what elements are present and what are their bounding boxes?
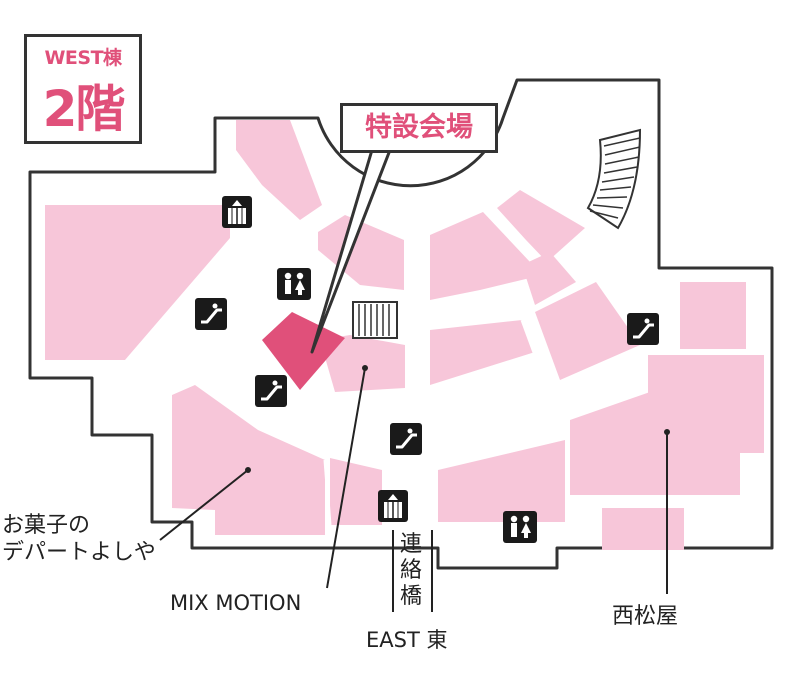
shop-mix-motion[interactable]	[330, 458, 382, 525]
restroom-icon[interactable]	[277, 268, 311, 300]
bridge-label: 連 絡 橋	[396, 532, 426, 610]
shops	[45, 120, 764, 550]
shop-center-1[interactable]	[430, 320, 535, 385]
escalator-icon[interactable]	[255, 375, 287, 407]
floor-badge: WEST棟 2階	[24, 34, 142, 144]
shop-east-1[interactable]	[680, 282, 746, 349]
stairs-icon	[352, 301, 398, 339]
leader-lines	[159, 367, 668, 594]
shop-north-east-2[interactable]	[522, 252, 576, 305]
escalator-icon[interactable]	[390, 423, 422, 455]
shop-north-2[interactable]	[318, 215, 404, 290]
escalator-icon[interactable]	[627, 313, 659, 345]
shop-label-nishimatsuya: 西松屋	[612, 604, 679, 629]
bridge-lines	[392, 530, 433, 612]
building-label: WEST棟	[44, 47, 122, 69]
elevator-icon[interactable]	[378, 490, 408, 522]
shop-label-okashi: お菓子の デパートよしや	[2, 512, 156, 566]
shop-north-east-1[interactable]	[497, 190, 585, 262]
shop-label-mix-motion: MIX MOTION	[170, 591, 302, 615]
shop-north-1[interactable]	[236, 120, 322, 220]
floor-label: 2階	[42, 80, 126, 138]
special-venue-callout: 特設会場	[340, 103, 498, 153]
shop-center-3[interactable]	[320, 335, 405, 392]
stairs-icon	[586, 128, 642, 230]
special-venue-area[interactable]	[262, 312, 345, 390]
bridge-char-1: 連	[399, 532, 422, 557]
leader-dots	[245, 365, 670, 473]
restroom-icon[interactable]	[503, 511, 537, 543]
bridge-char-3: 橋	[399, 584, 422, 609]
shop-okashi[interactable]	[172, 385, 325, 535]
shop-center-2[interactable]	[535, 282, 640, 380]
shop-east-2[interactable]	[648, 355, 764, 453]
okashi-line2: デパートよしや	[2, 540, 156, 565]
bridge-char-2: 絡	[399, 558, 422, 583]
east-building-label: EAST 東	[366, 628, 448, 652]
shop-dividers	[323, 319, 548, 526]
okashi-line1: お菓子の	[2, 513, 91, 538]
elevator-icon[interactable]	[222, 196, 252, 228]
shop-south-center[interactable]	[438, 440, 565, 522]
shop-center-north[interactable]	[430, 212, 530, 300]
shop-south-east[interactable]	[602, 508, 684, 550]
shop-west-large[interactable]	[45, 205, 230, 360]
escalator-icon[interactable]	[195, 298, 227, 330]
